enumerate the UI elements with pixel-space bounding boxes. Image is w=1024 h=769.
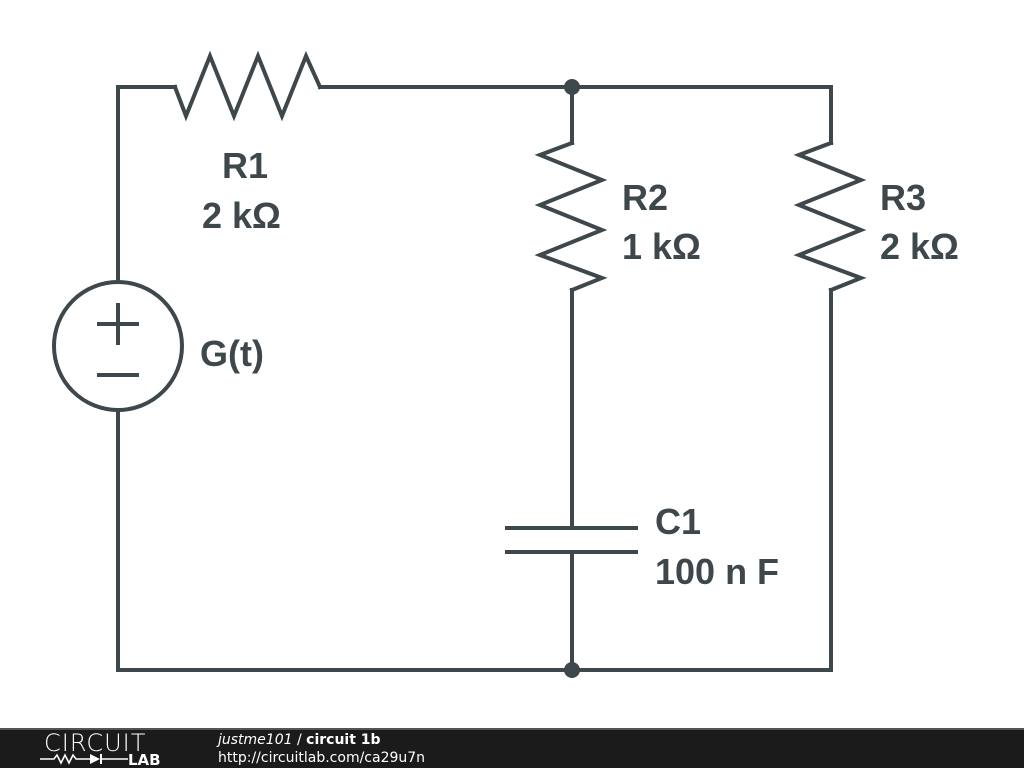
wire-left-top — [116, 85, 177, 284]
r2-value-label: 1 kΩ — [622, 226, 701, 267]
circuitlab-logo-lab: LAB — [128, 751, 161, 769]
circuit-schematic: R1 2 kΩ R2 1 kΩ R3 2 kΩ G(t) C1 100 n F — [52, 50, 959, 678]
resistor-r1 — [172, 50, 323, 122]
r3-value-label: 2 kΩ — [880, 226, 959, 267]
wire-r3-to-bottom — [116, 288, 833, 672]
c1-name-label: C1 — [655, 501, 701, 542]
r1-name-label: R1 — [222, 145, 268, 186]
title-separator: / — [292, 732, 307, 748]
r2-name-label: R2 — [622, 177, 668, 218]
circuitlab-logo-icon — [40, 753, 128, 765]
resistor-r2 — [534, 140, 608, 293]
source-name-label: G(t) — [200, 333, 264, 374]
r1-value-label: 2 kΩ — [202, 195, 281, 236]
junction-node-bottom — [564, 662, 580, 678]
circuitlab-logo-text: CIRCUIT — [44, 729, 147, 757]
circuit-title[interactable]: circuit 1b — [306, 732, 381, 748]
resistor-r3 — [793, 140, 867, 293]
circuit-url-link[interactable]: http://circuitlab.com/ca29u7n — [218, 750, 426, 766]
junction-node-top — [564, 79, 580, 95]
c1-value-label: 100 n F — [655, 551, 779, 592]
circuit-title-line: justme101 / circuit 1b — [218, 732, 381, 749]
author-link[interactable]: justme101 — [218, 732, 293, 748]
r3-name-label: R3 — [880, 177, 926, 218]
voltage-source-icon — [52, 280, 184, 412]
wire-top — [318, 85, 833, 145]
footer-bar: CIRCUIT LAB justme101 / circuit 1b http:… — [0, 728, 1024, 768]
